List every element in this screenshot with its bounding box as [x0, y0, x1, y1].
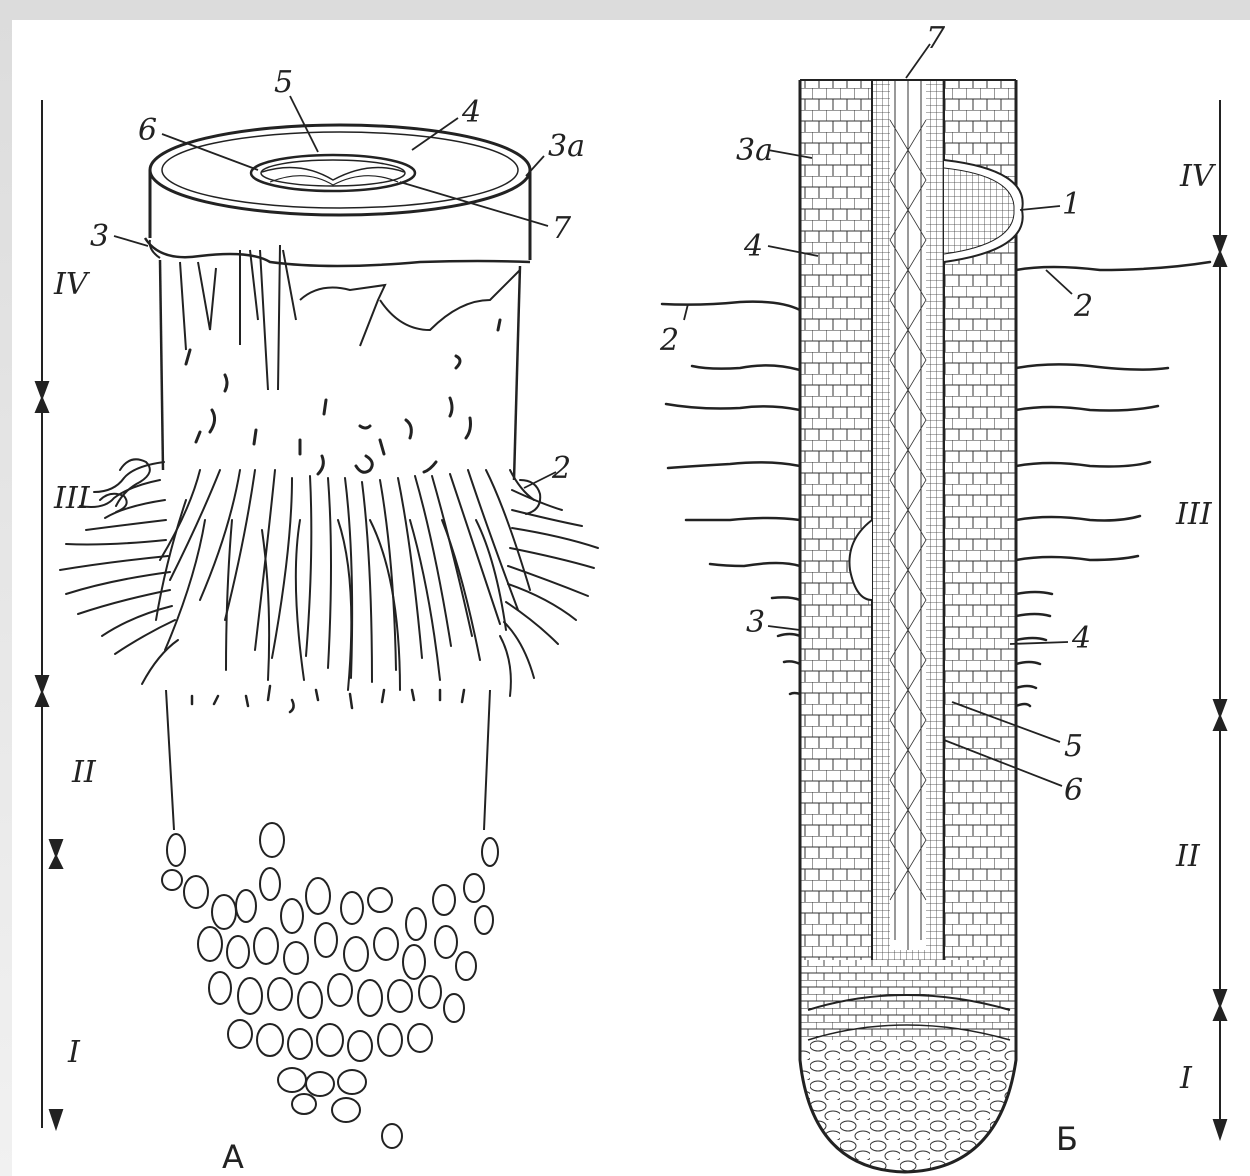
label-a-5: 5	[274, 65, 293, 100]
zone-b-iv: IV	[1179, 159, 1217, 194]
label-b-4-top: 4	[743, 229, 763, 264]
caption-b: Б	[1056, 1120, 1078, 1158]
zone-b-i: I	[1179, 1061, 1193, 1096]
root-hair-zone-a	[60, 459, 598, 696]
figure-b: 7 3а 1 4 2 2 3 4 5 6 IV III II I Б	[659, 21, 1226, 1176]
caption-a: А	[222, 1138, 244, 1176]
label-b-6: 6	[1064, 773, 1083, 808]
zone-b-iii: III	[1175, 497, 1213, 532]
label-a-3: 3	[90, 219, 109, 254]
zone-b-ii: II	[1175, 839, 1201, 874]
label-a-6: 6	[138, 113, 157, 148]
zone-a-iii: III	[53, 481, 91, 516]
label-b-2-right: 2	[1073, 289, 1093, 324]
label-a-7: 7	[552, 211, 572, 246]
label-b-4-right: 4	[1071, 621, 1091, 656]
zone-a-ii: II	[71, 755, 97, 790]
zone-axis-a	[36, 100, 62, 1128]
label-b-1: 1	[1062, 187, 1081, 222]
label-a-2: 2	[551, 451, 571, 486]
zone-a-i: I	[67, 1035, 81, 1070]
root-hair-stubs	[186, 320, 500, 474]
label-b-3a: 3а	[736, 133, 773, 168]
zone-a-iv: IV	[53, 267, 91, 302]
zone-axis-b	[1214, 100, 1226, 1138]
label-a-4: 4	[461, 95, 481, 130]
label-a-3a: 3а	[548, 129, 585, 164]
label-b-2-left: 2	[659, 323, 679, 358]
label-b-5: 5	[1064, 729, 1083, 764]
figure-a: 5 4 6 3а 7 3 2 IV III II I А	[36, 65, 598, 1176]
label-b-3: 3	[746, 605, 765, 640]
label-b-7: 7	[926, 21, 946, 56]
root-cap-a	[162, 823, 498, 1148]
